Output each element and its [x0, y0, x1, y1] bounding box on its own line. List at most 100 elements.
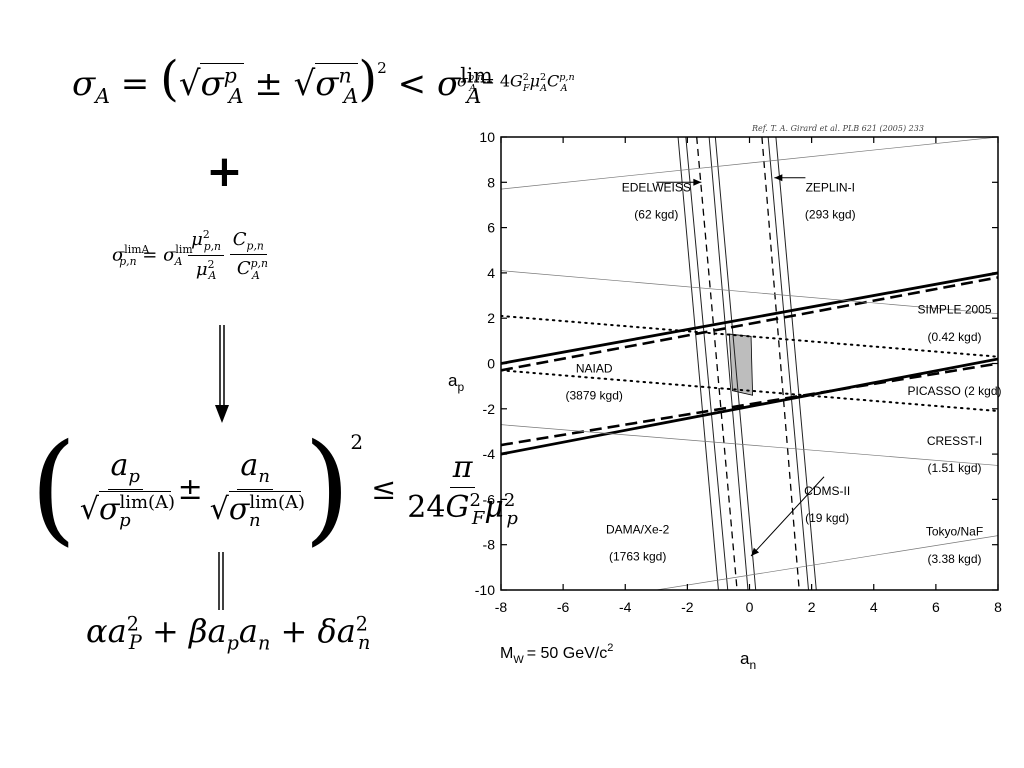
eq4-g-sub: F	[471, 507, 485, 529]
eq4-lim-sub-p: p	[119, 509, 131, 531]
eq2-g: G	[510, 71, 523, 91]
eq1-less-than: <	[397, 64, 427, 104]
eq4-mu-sup: 2	[503, 489, 516, 511]
eq1-equals: =	[120, 64, 150, 104]
x-tick-label-8: 8	[994, 599, 1002, 615]
limit-line-tokyo-naf-2	[656, 535, 998, 590]
eq2-mu: μ	[529, 71, 540, 91]
eq4-pi: π	[452, 449, 473, 485]
eq5-a4-sub: n	[358, 631, 371, 655]
annotation-cresst-i: CRESST-I	[927, 434, 982, 448]
limit-line-picasso-2-kgd-1	[501, 276, 998, 372]
eq2-g-sup: 2	[522, 72, 529, 83]
eq2-mu-sup: 2	[539, 72, 547, 83]
annotation-3-38-kgd: (3.38 kgd)	[927, 552, 981, 566]
eq2-g-sub: F	[522, 82, 530, 94]
eq4-mu: μ	[484, 489, 504, 525]
x-tick-label-6: 6	[932, 599, 940, 615]
eq1-lim-sup: lim	[460, 63, 493, 88]
eq2-sigma: σ	[457, 71, 468, 91]
eq1-sub-a1: A	[228, 83, 244, 108]
y-tick-label-6: 6	[487, 220, 495, 236]
limit-line-cdms-ii-1	[696, 137, 738, 590]
eq5-a1: a	[107, 612, 127, 650]
eq3-sigma-lim: σ	[163, 244, 176, 266]
eq1-sub-a2: A	[343, 83, 359, 108]
annotation-tokyo-naf: Tokyo/NaF	[926, 525, 983, 539]
eq4-sqrt-icon-1: √	[79, 491, 99, 527]
eq1-square: 2	[377, 59, 387, 77]
limit-line-tokyo-naf-1	[501, 137, 998, 190]
annotation-arrowhead-icon-3	[751, 547, 760, 557]
eq4-pi-fraction: π 24G2Fμ2p	[404, 450, 521, 529]
eq5-a1-sub: P	[128, 631, 142, 655]
eq5-a3-sub: n	[257, 631, 271, 655]
eq4-ap-denominator: √σlim(A)p	[77, 490, 175, 531]
eq1-lim-sub: A	[466, 83, 482, 108]
eq3-mu-den-sup: 2	[207, 257, 215, 271]
y-tick-label-4: 4	[487, 265, 495, 281]
x-tick-label--2: -2	[681, 599, 694, 615]
eq4-sqrt-body-n: σlim(A)n	[228, 490, 305, 531]
limit-line-cresst-i-2	[501, 424, 998, 466]
equivalence-double-bar-icon	[218, 552, 224, 610]
eq4-ap-fraction: ap √σlim(A)p	[77, 448, 175, 531]
eq3-mu-fraction: μ2p,n μ2A	[188, 228, 225, 282]
y-axis-label: ap	[448, 371, 464, 394]
y-tick-label-0: 0	[487, 356, 495, 372]
annotation-arrow-line-3	[750, 476, 825, 557]
eq4-g: G	[445, 489, 470, 525]
eq2-sub: A	[469, 82, 477, 94]
eq3-mu-den: μ	[195, 258, 208, 280]
eq2-mu-sub: A	[540, 82, 548, 94]
eq3-lhs-sub: p,n	[119, 254, 137, 268]
equation-spin-cross-section: σp,nA = 4G2Fμ2ACp,nA	[457, 64, 575, 103]
eq3-lhs-sup: limA	[124, 243, 150, 257]
y-tick-label--8: -8	[483, 537, 496, 553]
annotation-293-kgd: (293 kgd)	[805, 208, 856, 222]
reference-text: Ref. T. A. Girard et al. PLB 621 (2005) …	[751, 124, 924, 133]
annotation-naiad: NAIAD	[576, 362, 613, 376]
eq5-a2-sub: p	[226, 631, 239, 655]
eq1-sigma-symbol: σ	[72, 64, 96, 104]
x-tick-label-0: 0	[746, 599, 754, 615]
y-tick-label--2: -2	[483, 401, 496, 417]
eq4-close-paren-icon: )	[303, 419, 351, 558]
eq4-sigma-p: σ	[98, 491, 120, 527]
limit-line-cdms-ii-2	[761, 137, 800, 590]
annotation-0-42-kgd: (0.42 kgd)	[927, 330, 981, 344]
eq1-lhs-subscript: A	[95, 83, 110, 108]
eq5-alpha: α	[86, 612, 108, 650]
x-tick-label-4: 4	[870, 599, 878, 615]
y-tick-label--6: -6	[483, 491, 496, 507]
eq3-equals: =	[142, 244, 158, 266]
y-tick-label-2: 2	[487, 310, 495, 326]
limit-line-dama-xe-2-2	[714, 137, 757, 590]
eq5-delta: δ	[317, 612, 337, 650]
eq4-less-equal: ≤	[371, 471, 397, 507]
eq4-an-denominator: √σlim(A)n	[207, 490, 305, 531]
eq1-sigma-lim: σ	[436, 64, 461, 104]
limit-line-zeplin-i-1	[767, 137, 810, 590]
plus-sign: +	[206, 146, 243, 197]
annotation-simple-2005: SIMPLE 2005	[917, 303, 991, 317]
annotation-arrowhead-icon-2	[774, 174, 783, 182]
eq1-sqrt-body-n: σnA	[315, 63, 359, 108]
limit-line-simple-2005-2	[501, 357, 998, 456]
eq2-c: C	[547, 71, 560, 91]
y-tick-label-8: 8	[487, 174, 495, 190]
annotation-arrowhead-icon-1	[693, 178, 702, 186]
eq3-lim-sub: A	[174, 254, 183, 268]
eq3-c-numerator: Cp,n	[229, 229, 267, 256]
eq4-open-paren-icon: (	[30, 419, 77, 558]
eq5-a4-sup: 2	[355, 612, 369, 636]
eq4-ap-numerator: ap	[107, 448, 143, 490]
eq3-c-den: C	[236, 258, 251, 280]
eq4-an: a	[240, 447, 259, 483]
equation-coupling-inequality: ( ap √σlim(A)p ± an √σlim(A)n ) 2 ≤ π 24…	[30, 419, 521, 558]
annotation-picasso-2-kgd: PICASSO (2 kgd)	[907, 384, 1001, 398]
eq4-sqrt-body-p: σlim(A)p	[98, 490, 175, 531]
eq1-sqrt-icon-2: √	[293, 64, 316, 104]
eq1-close-paren-icon: )	[358, 51, 378, 107]
equation-limit-conversion: σlimAp,n = σlimA μ2p,n μ2A Cp,n Cp,nA	[112, 228, 268, 282]
